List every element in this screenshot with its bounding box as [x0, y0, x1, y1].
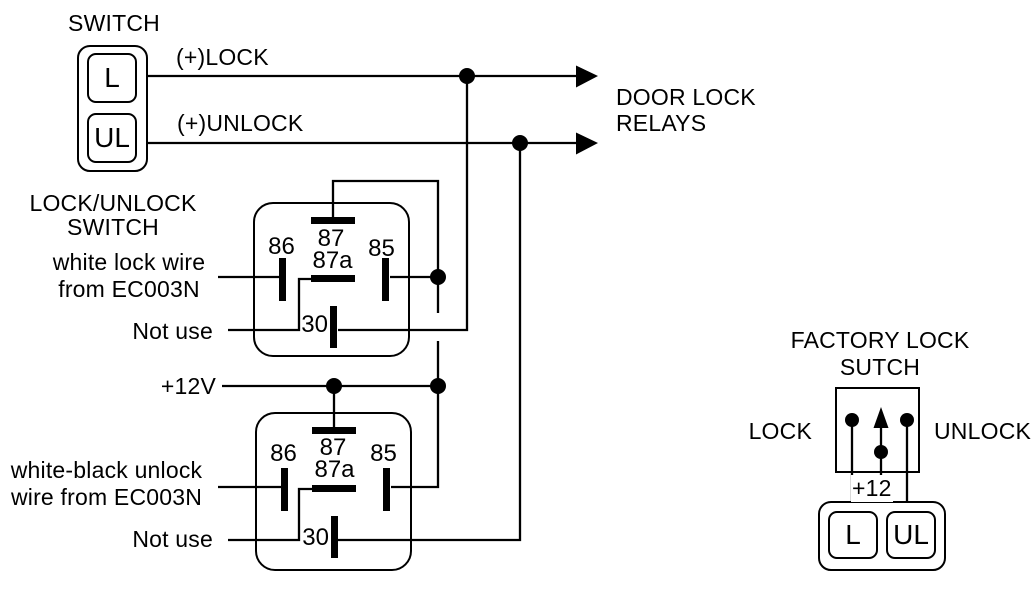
- caption-line1: LOCK/UNLOCK: [29, 190, 197, 216]
- factory-unlock-key[interactable]: UL: [886, 511, 936, 559]
- door-lock-relays-line2: RELAYS: [616, 110, 707, 136]
- factory-switch-title-line2: SUTCH: [839, 354, 921, 380]
- lock-relay-pin87a-label: 87a: [312, 247, 353, 274]
- remote-lock-key-label: L: [104, 62, 120, 93]
- unlock-wire-note: white-black unlock wire from EC003N: [7, 457, 206, 511]
- unlock-relay-30-bar: [331, 516, 338, 558]
- factory-lock-key[interactable]: L: [828, 511, 878, 559]
- power-junction-dot-right: [430, 378, 446, 394]
- power-label: +12V: [160, 373, 216, 399]
- factory-lock-contact-dot: [845, 413, 859, 427]
- unlock-relay-output-wire: [338, 143, 522, 542]
- remote-switch-title: SWITCH: [68, 10, 160, 36]
- unlock-wire-note-line2: wire from EC003N: [10, 484, 203, 510]
- lock-junction-dot: [459, 68, 475, 84]
- unlock-relay-pin86-label: 86: [270, 440, 297, 467]
- remote-unlock-key[interactable]: UL: [87, 113, 137, 163]
- unlock-relay-87-bar: [312, 427, 356, 434]
- lock-relay-87a-wire: [228, 277, 312, 332]
- unlock-relay-pin30-label: 30: [302, 524, 329, 551]
- factory-lock-key-label: L: [845, 519, 861, 550]
- lock-unlock-switch-caption: LOCK/UNLOCK SWITCH: [20, 191, 206, 239]
- factory-wiper-arrowhead-icon: [873, 407, 889, 428]
- unlock-relay-pin87-label: 87: [319, 434, 347, 461]
- lock-feed-label: (+)LOCK: [176, 44, 269, 70]
- unlock-relay-87a-wire: [228, 487, 313, 542]
- lock-wire-note: white lock wire from EC003N: [43, 249, 215, 303]
- factory-common-contact-dot: [874, 445, 888, 459]
- factory-unlock-label: UNLOCK: [934, 418, 1032, 444]
- door-lock-relays-label: DOOR LOCK RELAYS: [616, 84, 756, 136]
- lock-arrowhead-icon: [576, 65, 598, 88]
- unlock-relay-86-bar: [281, 468, 288, 511]
- factory-switch-contact-box: [835, 387, 920, 473]
- unlock-relay-85-bar: [383, 468, 390, 511]
- lock-relay-87a-bar: [311, 275, 355, 282]
- lock-relay-pin30-label: 30: [301, 311, 328, 338]
- lock-relay-30-bar: [330, 306, 337, 348]
- lock-relay-85-bar: [382, 258, 389, 301]
- factory-unlock-contact-dot: [900, 413, 914, 427]
- lock-relay-86-bar: [279, 258, 286, 301]
- unlock-feed-label: (+)UNLOCK: [177, 110, 304, 136]
- unlock-junction-dot: [512, 135, 528, 151]
- lock-relay-87-to-85-wire: [331, 179, 440, 313]
- lock-relay-pin85-label: 85: [368, 235, 395, 262]
- lock-relay-not-use-label: Not use: [132, 318, 213, 344]
- remote-unlock-key-label: UL: [94, 122, 130, 153]
- door-lock-relays-line1: DOOR LOCK: [616, 84, 756, 110]
- unlock-relay-not-use-label: Not use: [132, 526, 213, 552]
- factory-switch-title-line1: FACTORY LOCK: [790, 327, 970, 353]
- lock-relay-pin86-label: 86: [268, 233, 295, 260]
- lock-relay-87-bar: [311, 217, 355, 224]
- unlock-relay-pin87a-label: 87a: [314, 456, 355, 483]
- factory-switch-title: FACTORY LOCK SUTCH: [789, 327, 971, 381]
- lock-relay-output-wire: [338, 76, 469, 332]
- factory-power-label: +12: [851, 475, 893, 502]
- factory-lock-label: LOCK: [748, 418, 812, 444]
- unlock-relay-87a-bar: [312, 485, 356, 492]
- lock-relay-body: [253, 202, 410, 357]
- lock-relay-pin87-label: 87: [317, 225, 345, 252]
- unlock-relay-pin85-label: 85: [370, 440, 397, 467]
- remote-lock-key[interactable]: L: [87, 53, 137, 103]
- unlock-arrowhead-icon: [576, 132, 598, 155]
- caption-line2: SWITCH: [67, 214, 159, 240]
- lock-wire-note-line2: from EC003N: [58, 276, 200, 302]
- power-junction-dot-left: [326, 378, 342, 394]
- lock-relay-85-junction-dot: [430, 269, 446, 285]
- lock-wire-note-line1: white lock wire: [52, 249, 206, 275]
- unlock-wire-note-line1: white-black unlock: [10, 457, 203, 483]
- factory-unlock-key-label: UL: [893, 519, 929, 550]
- remote-switch-body: [77, 45, 148, 172]
